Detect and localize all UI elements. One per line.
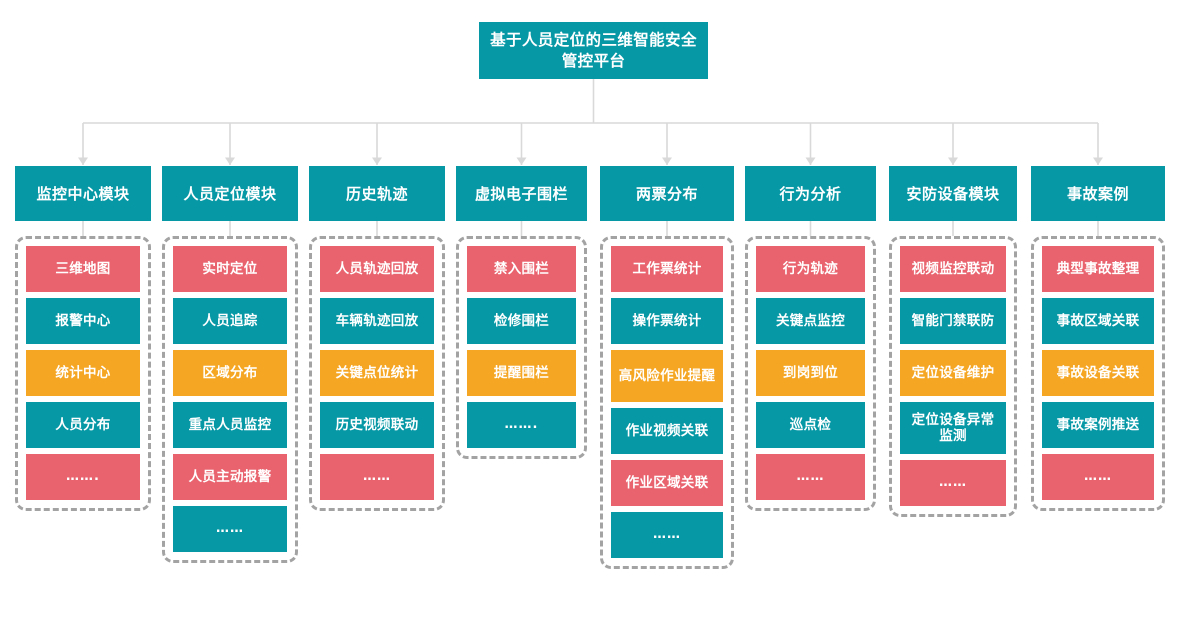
module-item[interactable]: 巡点检 <box>755 401 866 449</box>
module-item[interactable]: 作业区域关联 <box>610 459 724 507</box>
module-column-behavior-analysis: 行为分析行为轨迹关键点监控到岗到位巡点检…… <box>745 166 876 511</box>
module-item[interactable]: 人员分布 <box>25 401 141 449</box>
module-header-behavior-analysis[interactable]: 行为分析 <box>745 166 876 221</box>
module-item[interactable]: 区域分布 <box>172 349 288 397</box>
module-item-more[interactable]: …… <box>1041 453 1155 501</box>
module-item[interactable]: 统计中心 <box>25 349 141 397</box>
module-item[interactable]: 人员轨迹回放 <box>319 245 435 293</box>
module-items-group-security-equipment: 视频监控联动智能门禁联防定位设备维护定位设备异常监测…… <box>889 236 1017 517</box>
module-item[interactable]: 报警中心 <box>25 297 141 345</box>
module-items-group-virtual-fence: 禁入围栏检修围栏提醒围栏……. <box>456 236 587 459</box>
module-column-personnel-positioning: 人员定位模块实时定位人员追踪区域分布重点人员监控人员主动报警…… <box>162 166 298 563</box>
module-item[interactable]: 到岗到位 <box>755 349 866 397</box>
module-items-group-personnel-positioning: 实时定位人员追踪区域分布重点人员监控人员主动报警…… <box>162 236 298 563</box>
module-item[interactable]: 检修围栏 <box>466 297 577 345</box>
module-item-more[interactable]: …… <box>319 453 435 501</box>
module-item[interactable]: 行为轨迹 <box>755 245 866 293</box>
module-item-more[interactable]: …… <box>755 453 866 501</box>
module-item[interactable]: 高风险作业提醒 <box>610 349 724 403</box>
platform-title-node: 基于人员定位的三维智能安全管控平台 <box>479 22 708 79</box>
module-item-more[interactable]: …… <box>610 511 724 559</box>
module-header-virtual-fence[interactable]: 虚拟电子围栏 <box>456 166 587 221</box>
module-item[interactable]: 实时定位 <box>172 245 288 293</box>
module-item[interactable]: 视频监控联动 <box>899 245 1007 293</box>
module-items-group-history-track: 人员轨迹回放车辆轨迹回放关键点位统计历史视频联动…… <box>309 236 445 511</box>
module-header-security-equipment[interactable]: 安防设备模块 <box>889 166 1017 221</box>
module-item[interactable]: 历史视频联动 <box>319 401 435 449</box>
module-items-group-two-ticket-distribution: 工作票统计操作票统计高风险作业提醒作业视频关联作业区域关联…… <box>600 236 734 569</box>
module-header-personnel-positioning[interactable]: 人员定位模块 <box>162 166 298 221</box>
module-header-accident-cases[interactable]: 事故案例 <box>1031 166 1165 221</box>
module-column-monitor-center: 监控中心模块三维地图报警中心统计中心人员分布……. <box>15 166 151 511</box>
module-item[interactable]: 事故案例推送 <box>1041 401 1155 449</box>
module-column-two-ticket-distribution: 两票分布工作票统计操作票统计高风险作业提醒作业视频关联作业区域关联…… <box>600 166 734 569</box>
module-items-group-accident-cases: 典型事故整理事故区域关联事故设备关联事故案例推送…… <box>1031 236 1165 511</box>
module-item[interactable]: 事故设备关联 <box>1041 349 1155 397</box>
module-item[interactable]: 重点人员监控 <box>172 401 288 449</box>
module-item[interactable]: 禁入围栏 <box>466 245 577 293</box>
module-item[interactable]: 智能门禁联防 <box>899 297 1007 345</box>
module-item-more[interactable]: ……. <box>25 453 141 501</box>
module-item-more[interactable]: …… <box>899 459 1007 507</box>
module-item[interactable]: 操作票统计 <box>610 297 724 345</box>
module-item[interactable]: 关键点监控 <box>755 297 866 345</box>
module-item[interactable]: 典型事故整理 <box>1041 245 1155 293</box>
module-column-security-equipment: 安防设备模块视频监控联动智能门禁联防定位设备维护定位设备异常监测…… <box>889 166 1017 517</box>
module-item[interactable]: 定位设备维护 <box>899 349 1007 397</box>
module-item[interactable]: 作业视频关联 <box>610 407 724 455</box>
module-column-virtual-fence: 虚拟电子围栏禁入围栏检修围栏提醒围栏……. <box>456 166 587 459</box>
module-item[interactable]: 提醒围栏 <box>466 349 577 397</box>
module-item[interactable]: 工作票统计 <box>610 245 724 293</box>
module-items-group-monitor-center: 三维地图报警中心统计中心人员分布……. <box>15 236 151 511</box>
module-item[interactable]: 人员追踪 <box>172 297 288 345</box>
module-column-accident-cases: 事故案例典型事故整理事故区域关联事故设备关联事故案例推送…… <box>1031 166 1165 511</box>
module-item[interactable]: 事故区域关联 <box>1041 297 1155 345</box>
module-item-more[interactable]: ……. <box>466 401 577 449</box>
module-item[interactable]: 定位设备异常监测 <box>899 401 1007 455</box>
module-column-history-track: 历史轨迹人员轨迹回放车辆轨迹回放关键点位统计历史视频联动…… <box>309 166 445 511</box>
module-item[interactable]: 关键点位统计 <box>319 349 435 397</box>
module-items-group-behavior-analysis: 行为轨迹关键点监控到岗到位巡点检…… <box>745 236 876 511</box>
module-item[interactable]: 人员主动报警 <box>172 453 288 501</box>
module-item[interactable]: 车辆轨迹回放 <box>319 297 435 345</box>
module-header-monitor-center[interactable]: 监控中心模块 <box>15 166 151 221</box>
module-item-more[interactable]: …… <box>172 505 288 553</box>
module-header-history-track[interactable]: 历史轨迹 <box>309 166 445 221</box>
module-item[interactable]: 三维地图 <box>25 245 141 293</box>
module-header-two-ticket-distribution[interactable]: 两票分布 <box>600 166 734 221</box>
